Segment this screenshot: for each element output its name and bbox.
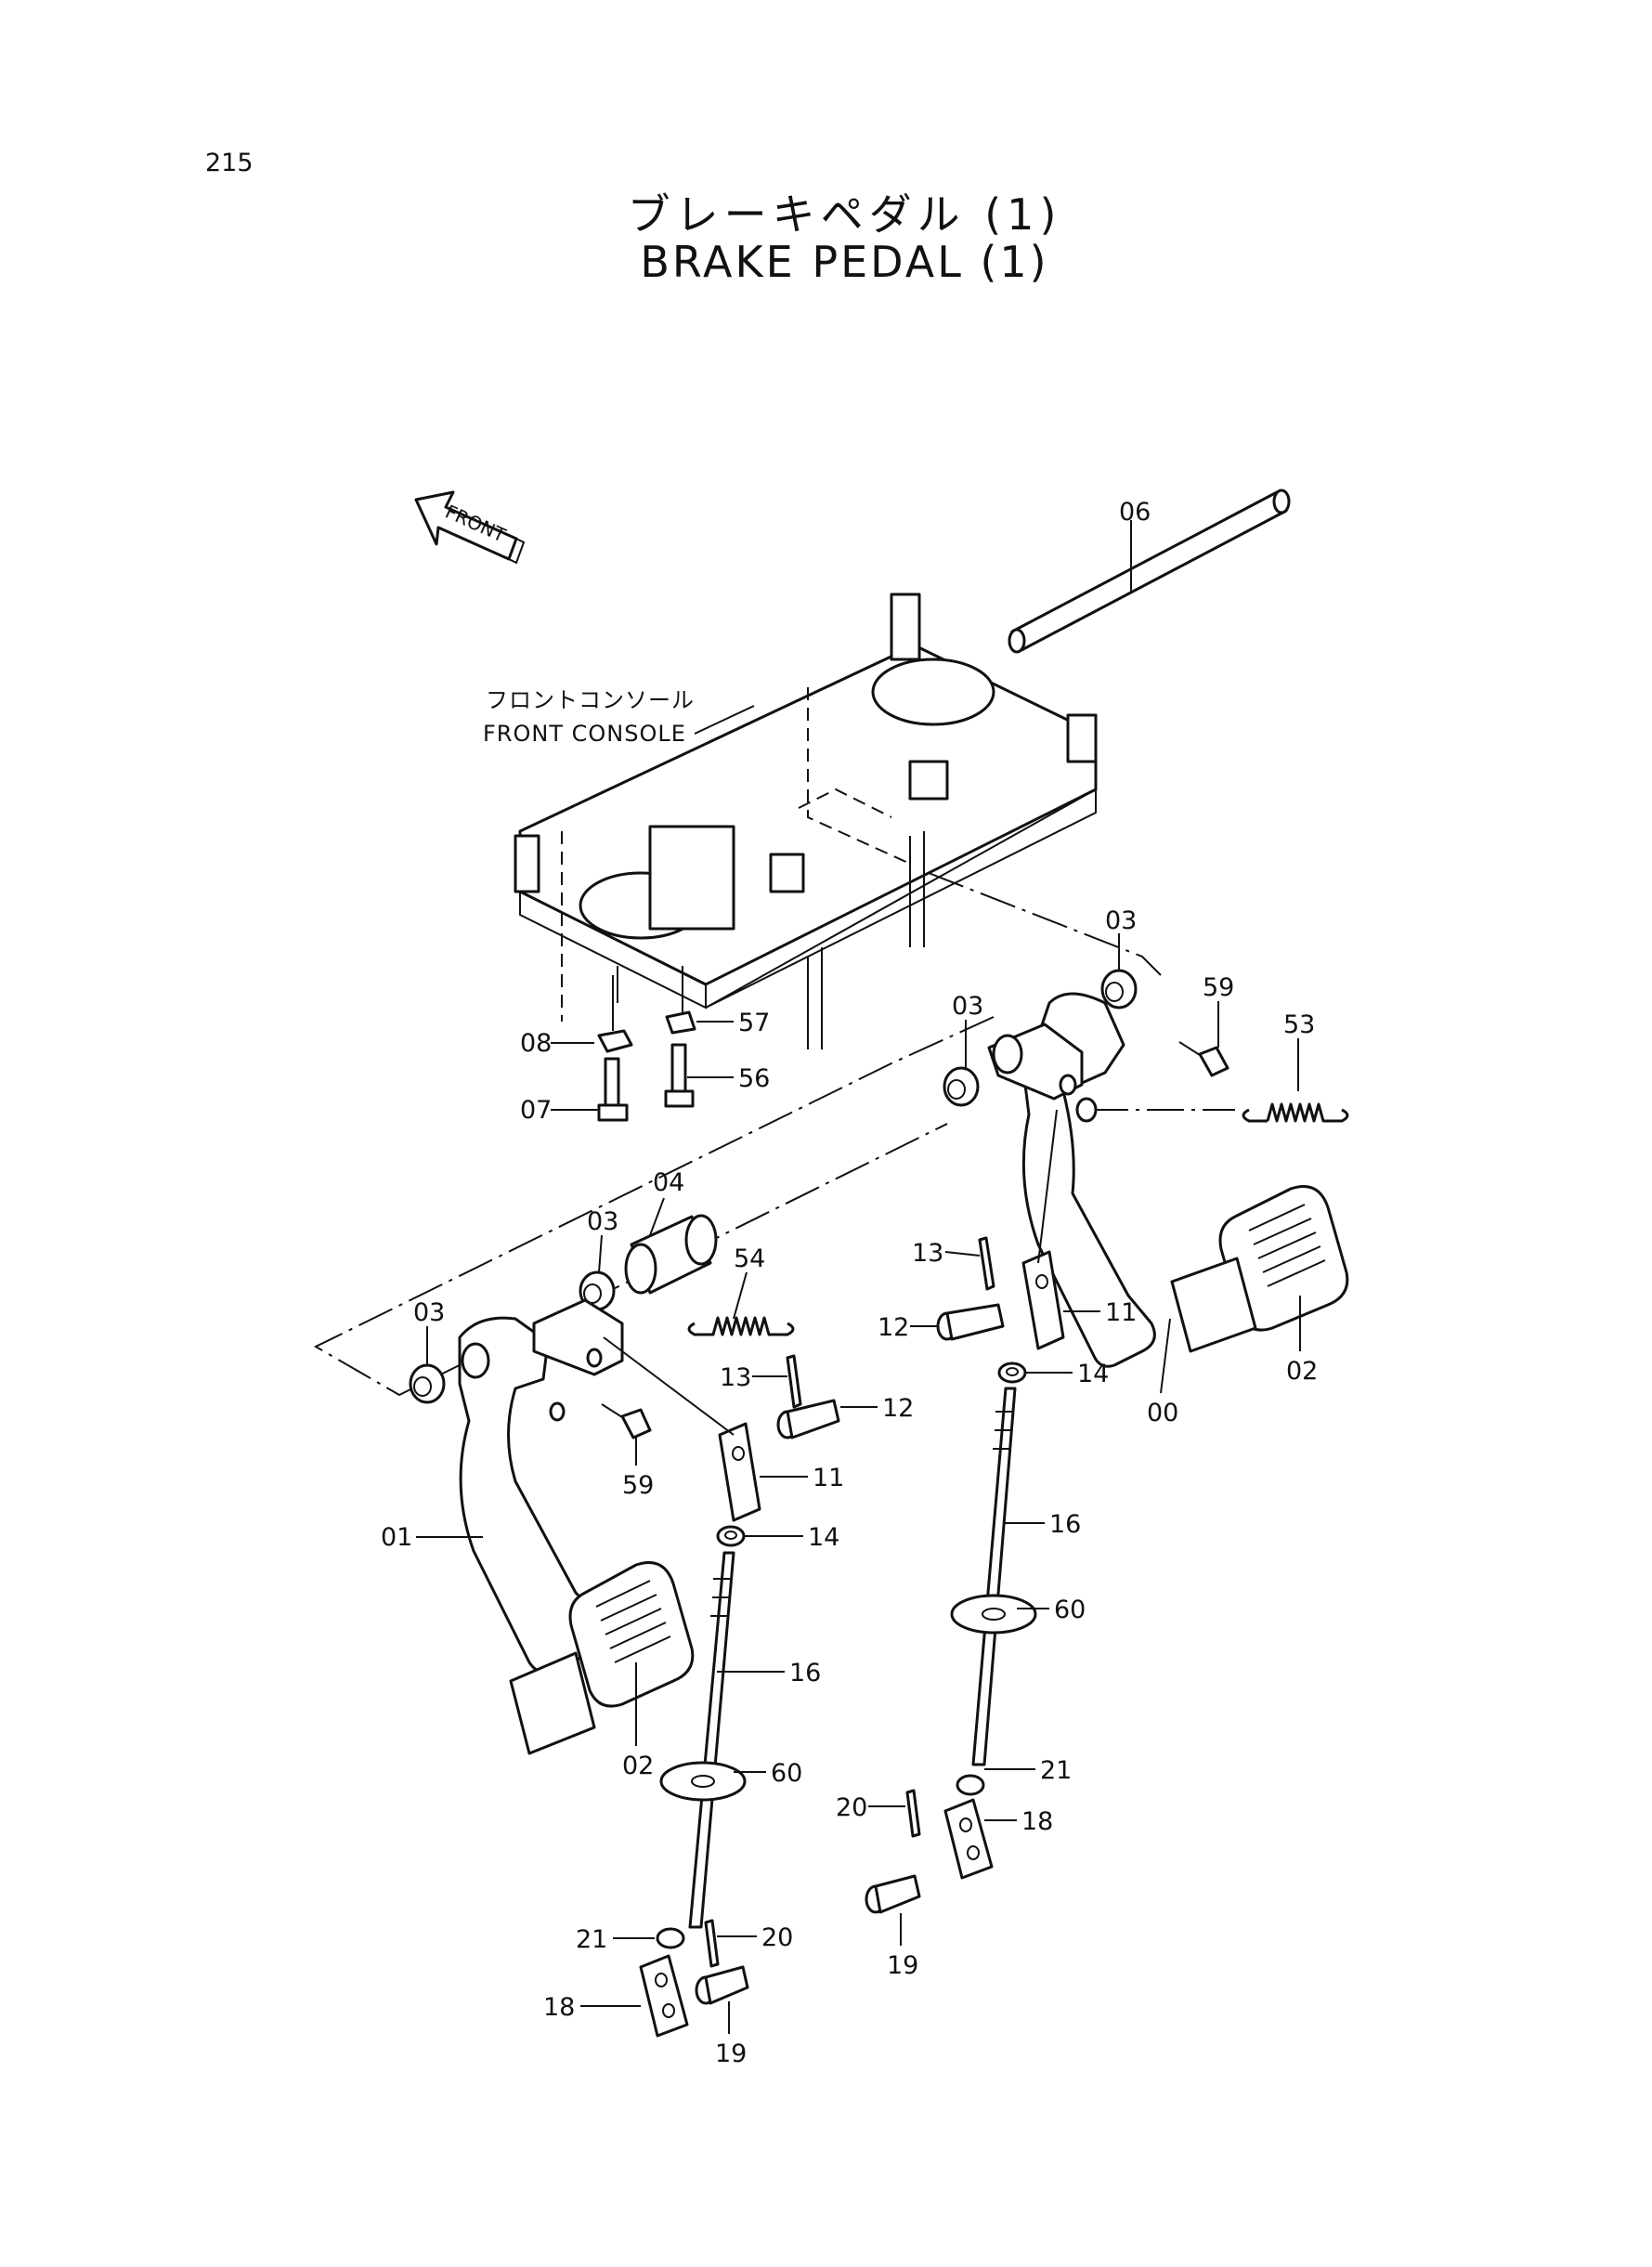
label-21b: 21 (576, 1925, 607, 1954)
nut-right (997, 1362, 1027, 1384)
grease-fitting-right (1178, 1041, 1229, 1077)
yoke-right (943, 1798, 994, 1880)
pin-lower-left (695, 1965, 749, 2005)
label-04: 04 (653, 1168, 684, 1197)
title-japanese: ブレーキペダル (1) (627, 189, 1062, 240)
collar (624, 1214, 718, 1295)
bushing-left-upper (579, 1270, 616, 1311)
label-19a: 19 (887, 1951, 918, 1980)
nut-lower-left (656, 1927, 685, 1949)
front-arrow-icon: FRONT (414, 490, 526, 565)
label-20a: 20 (836, 1793, 867, 1822)
bushing-upper-right (1100, 969, 1138, 1010)
label-11a: 11 (1105, 1298, 1137, 1327)
label-16b: 16 (789, 1659, 821, 1687)
label-14a: 14 (1077, 1360, 1109, 1388)
page-number: 215 (205, 149, 254, 177)
label-02a: 02 (1286, 1357, 1318, 1386)
spring-right (1242, 1102, 1349, 1123)
label-01: 01 (381, 1523, 412, 1552)
label-00: 00 (1147, 1399, 1178, 1427)
axis-line (313, 1016, 995, 1397)
bolt-2 (664, 1043, 695, 1108)
shaft (1008, 489, 1291, 654)
label-13b: 13 (720, 1363, 751, 1392)
clevis-right (1021, 1109, 1065, 1350)
rod-left (688, 1551, 735, 1929)
label-53: 53 (1283, 1010, 1315, 1039)
label-56: 56 (738, 1064, 770, 1093)
pedal-pad-left (509, 1561, 695, 1755)
cotter-pin-right (905, 1789, 921, 1838)
clevis-pin-left (776, 1399, 840, 1440)
axis-line-2 (928, 872, 1162, 976)
nut-left (716, 1525, 746, 1547)
pin-right (978, 1236, 995, 1291)
pin-left (786, 1354, 802, 1409)
nut (597, 975, 633, 1053)
label-14b: 14 (808, 1523, 839, 1552)
label-21a: 21 (1040, 1756, 1072, 1785)
rod-right (971, 1387, 1017, 1766)
pin-lower-right (865, 1874, 921, 1914)
label-13a: 13 (912, 1239, 943, 1268)
label-12a: 12 (878, 1313, 909, 1342)
nut-2 (665, 966, 696, 1035)
leader-lines (416, 933, 1301, 2034)
label-16a: 16 (1049, 1510, 1081, 1539)
nut-lower-right (956, 1774, 985, 1796)
label-11b: 11 (813, 1464, 844, 1492)
label-08: 08 (520, 1029, 552, 1058)
part-labels: 06 03 59 53 03 08 57 07 56 04 03 54 03 1… (381, 498, 1318, 2068)
pedal-left (458, 1298, 624, 1674)
yoke-left (639, 1954, 689, 2038)
boot-right (950, 1594, 1037, 1635)
cotter-pin-left (704, 1919, 720, 1968)
title-english: BRAKE PEDAL (1) (640, 237, 1049, 287)
label-19b: 19 (715, 2039, 747, 2068)
label-03a: 03 (1105, 906, 1137, 935)
boot-left (659, 1761, 747, 1802)
label-59b: 59 (622, 1471, 654, 1500)
label-57: 57 (738, 1009, 770, 1037)
console-caption-en: FRONT CONSOLE (483, 721, 686, 747)
console-leader (694, 705, 755, 735)
label-60a: 60 (1054, 1596, 1086, 1624)
clevis-pin-right (936, 1303, 1005, 1341)
label-02b: 02 (622, 1752, 654, 1780)
label-03c: 03 (587, 1207, 618, 1236)
bushing-left (409, 1363, 446, 1404)
label-03d: 03 (413, 1298, 445, 1327)
label-54: 54 (734, 1244, 765, 1273)
label-12b: 12 (882, 1394, 914, 1423)
label-20b: 20 (761, 1923, 793, 1952)
label-18b: 18 (543, 1993, 575, 2022)
label-07: 07 (520, 1096, 552, 1125)
label-60b: 60 (771, 1759, 802, 1788)
front-console (514, 593, 1098, 1049)
pedal-pad-right (1170, 1185, 1349, 1353)
label-59a: 59 (1203, 973, 1234, 1002)
bushing-mid (943, 1066, 980, 1107)
label-06: 06 (1119, 498, 1151, 527)
clevis-left (603, 1336, 761, 1522)
bolt (597, 1057, 629, 1122)
spring-left (687, 1316, 795, 1336)
label-03b: 03 (952, 992, 983, 1021)
grease-fitting-left (601, 1403, 652, 1440)
label-18a: 18 (1021, 1807, 1053, 1836)
console-caption-jp: フロントコンソール (486, 687, 695, 713)
pedal-right (987, 992, 1156, 1368)
